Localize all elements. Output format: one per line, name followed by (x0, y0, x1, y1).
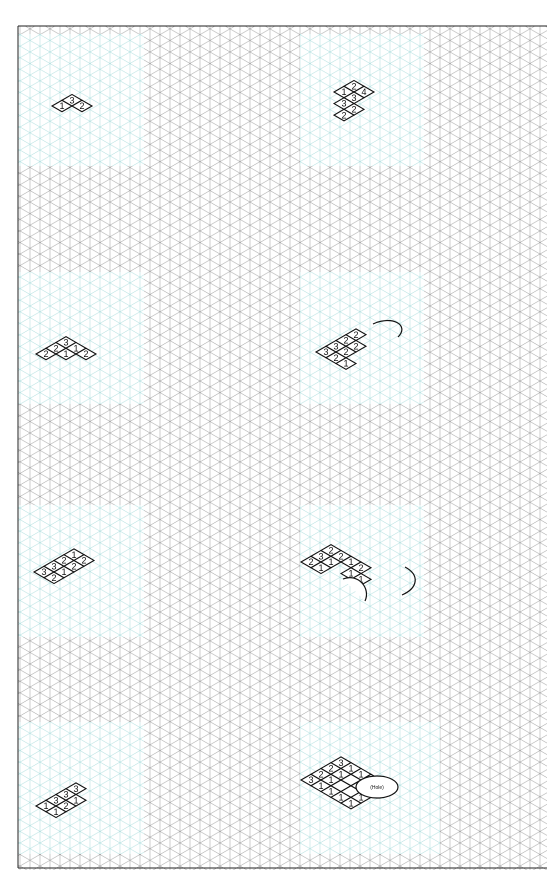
cell-number: 3 (338, 758, 343, 768)
cell-number: 1 (358, 575, 363, 585)
puzzle-6-rounded-edge (401, 566, 416, 596)
cell-number: 2 (63, 801, 68, 811)
cell-number: 1 (328, 775, 333, 785)
cell-number: 3 (69, 95, 74, 105)
cell-number: 1 (73, 343, 78, 353)
cell-number: 2 (81, 556, 86, 566)
puzzle-cell (64, 793, 88, 807)
puzzle-panel-grids (18, 34, 440, 854)
cell-number: 1 (358, 769, 363, 779)
cell-number: 2 (328, 764, 333, 774)
cell-number: 2 (343, 336, 348, 346)
cell-number: 1 (341, 87, 346, 97)
cell-number: 1 (59, 101, 64, 111)
cell-number: 2 (83, 349, 88, 359)
cell-number: 1 (43, 801, 48, 811)
cell-number: 3 (41, 567, 46, 577)
cell-number: 3 (73, 784, 78, 794)
cell-number: 3 (333, 341, 338, 351)
cell-number: 1 (348, 557, 353, 567)
cell-number: 2 (318, 769, 323, 779)
puzzle-8-hole: (Hole) (355, 775, 399, 799)
cell-number: 1 (328, 557, 333, 567)
cell-number: 2 (351, 81, 356, 91)
panel-3-grid (18, 272, 144, 404)
cell-number: 3 (63, 338, 68, 348)
cell-number: 1 (338, 793, 343, 803)
cell-number: 3 (351, 93, 356, 103)
puzzle-cell (74, 347, 98, 361)
puzzle-4-rounded-edge (372, 319, 403, 338)
cell-number: 2 (53, 343, 58, 353)
cell-number: 1 (61, 567, 66, 577)
puzzle-cell (64, 782, 88, 796)
cell-number: 1 (63, 349, 68, 359)
puzzle-1: 132 (50, 93, 94, 113)
puzzle-cell (70, 99, 94, 113)
hole-label: (Hole) (370, 785, 384, 791)
cell-number: 1 (318, 781, 323, 791)
cell-number: 2 (343, 347, 348, 357)
cell-number: 3 (318, 551, 323, 561)
cell-number: 3 (51, 561, 56, 571)
panel-4-grid (300, 272, 424, 404)
puzzle-6-curves (342, 566, 416, 602)
cell-number: 2 (308, 557, 313, 567)
cell-number: 2 (353, 341, 358, 351)
puzzle-cell (334, 357, 358, 370)
cell-number: 3 (341, 99, 346, 109)
puzzle-cell (344, 328, 368, 342)
hole-ellipse (355, 775, 399, 799)
cell-number: 1 (318, 563, 323, 573)
cell-number: 1 (358, 793, 363, 803)
puzzle-6-concave-edge (342, 577, 367, 602)
cell-number: 2 (353, 330, 358, 340)
cell-number: 2 (341, 110, 346, 120)
cell-number: 2 (328, 546, 333, 556)
cell-number: 1 (348, 764, 353, 774)
puzzle-4-curve (372, 319, 403, 338)
cell-number: 2 (71, 561, 76, 571)
cell-number: 1 (328, 787, 333, 797)
cell-number: 2 (43, 349, 48, 359)
cell-number: 2 (333, 353, 338, 363)
cell-number: 2 (79, 101, 84, 111)
cell-number: 3 (323, 347, 328, 357)
cell-number: 1 (73, 795, 78, 805)
cell-number: 1 (338, 769, 343, 779)
puzzle-cell (72, 554, 96, 567)
cell-number: 4 (361, 87, 366, 97)
cell-number: 3 (53, 795, 58, 805)
cell-number: 2 (51, 573, 56, 583)
cell-number: 1 (343, 359, 348, 369)
cell-number: 3 (308, 775, 313, 785)
puzzle-cell (332, 108, 356, 122)
cell-number: 2 (61, 556, 66, 566)
cell-number: 1 (348, 798, 353, 808)
puzzle-cell (344, 339, 368, 353)
cell-number: 2 (338, 551, 343, 561)
cell-number: 2 (358, 563, 363, 573)
cell-number: 1 (53, 807, 58, 817)
cell-number: 3 (63, 790, 68, 800)
panel-2-grid (300, 34, 424, 166)
cell-number: 1 (348, 569, 353, 579)
cell-number: 1 (71, 550, 76, 560)
cell-number: 2 (351, 105, 356, 115)
